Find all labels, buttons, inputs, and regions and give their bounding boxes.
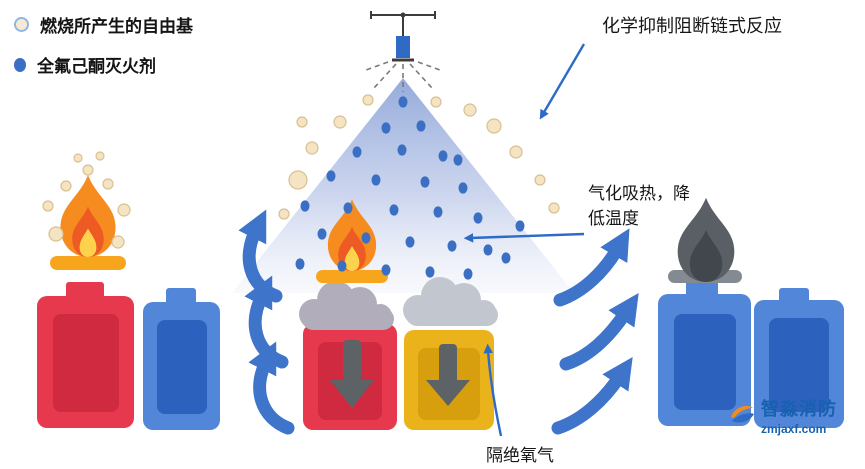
sprinkler-icon: [365, 11, 441, 92]
logo-brand: 智淼消防: [761, 399, 837, 419]
extinguished-canister-blue-2: [754, 288, 844, 428]
oxygen-isolation-label: 隔绝氧气: [486, 446, 554, 465]
radical-dot-icon: [14, 17, 29, 32]
legend: 燃烧所产生的自由基 全氟己酮灭火剂: [14, 12, 193, 77]
down-arrow-icon: [426, 344, 470, 406]
spray-cone: [232, 78, 574, 293]
combustion-radical-bubbles: [42, 151, 131, 249]
outflow-arrows-right: [551, 228, 639, 435]
legend-item-agent: 全氟己酮灭火剂: [14, 52, 193, 77]
smother-cloud-left: [299, 281, 394, 330]
burning-canister-red: [37, 282, 134, 428]
annotation-arrows: [463, 43, 586, 437]
suppressed-canister-yellow: [404, 330, 494, 430]
extinguished-canister-blue-1: [658, 280, 751, 426]
legend-label: 燃烧所产生的自由基: [40, 17, 193, 36]
logo-site: zmjaxf.com: [761, 421, 827, 436]
down-arrow-icon: [330, 340, 374, 408]
flame-icon-left: [60, 175, 116, 257]
logo-texts: 智淼消防 zmjaxf.com: [761, 399, 837, 436]
vaporize-cooling-label: 气化吸热，降 低温度: [588, 184, 690, 228]
legend-label: 全氟己酮灭火剂: [37, 57, 156, 76]
agent-particles: [295, 96, 525, 280]
flame-icon-center: [327, 199, 377, 271]
vaporize-arrow: [463, 232, 585, 243]
fire-tray-left: [50, 256, 126, 270]
chemical-arrow: [539, 43, 586, 120]
canister-blue-left: [143, 288, 220, 430]
watermark-logo: 智淼消防 zmjaxf.com: [728, 399, 837, 436]
logo-swoosh-icon: [731, 405, 754, 423]
updraft-arrows-left: [238, 209, 295, 435]
smother-cloud-right: [403, 277, 498, 326]
agent-dot-icon: [14, 57, 26, 72]
fire-tray-center: [316, 270, 388, 283]
suppressed-canister-red: [303, 324, 397, 430]
extinguished-flame-icon: [677, 197, 735, 282]
legend-item-radical: 燃烧所产生的自由基: [14, 12, 193, 37]
free-radical-particles: [278, 94, 560, 220]
spray-dashes: [365, 61, 441, 92]
chemical-inhibition-label: 化学抑制阻断链式反应: [602, 16, 782, 36]
oxygen-arrow: [483, 343, 503, 437]
